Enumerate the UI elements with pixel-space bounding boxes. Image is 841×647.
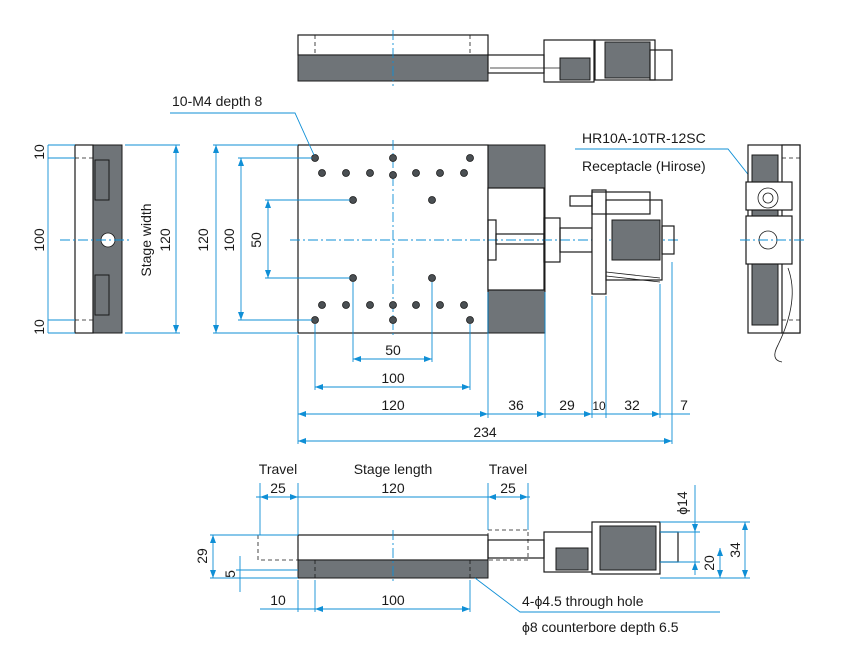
top-elevation-view — [297, 30, 673, 86]
label-tap-note: 10-M4 depth 8 — [172, 93, 262, 109]
dim-row-10: 10 — [592, 399, 606, 413]
dim-front-10: 10 — [270, 592, 286, 608]
dim-front-20: 20 — [701, 555, 717, 571]
dim-stage-length-120: 120 — [381, 480, 405, 496]
dim-bottom-100: 100 — [381, 370, 405, 386]
label-connector-part: HR10A-10TR-12SC — [582, 130, 706, 146]
dim-total-234: 234 — [473, 424, 497, 440]
dim-side-top: 10 — [31, 144, 47, 160]
plan-horizontal-dimensions — [297, 262, 690, 444]
left-side-dimensions — [47, 144, 180, 334]
dim-side-bot: 10 — [31, 319, 47, 335]
dim-row-36: 36 — [508, 397, 524, 413]
right-side-view — [740, 144, 805, 363]
dim-phi14: ϕ14 — [674, 491, 690, 515]
dim-side-mid: 100 — [31, 228, 47, 252]
dim-front-100: 100 — [381, 592, 405, 608]
dim-row-7: 7 — [680, 397, 688, 413]
dim-bottom-50: 50 — [385, 342, 401, 358]
label-travel-left: Travel — [259, 461, 297, 477]
dim-row-120: 120 — [381, 397, 405, 413]
label-connector-desc: Receptacle (Hirose) — [582, 158, 706, 174]
label-counterbore: ϕ8 counterbore depth 6.5 — [522, 619, 679, 635]
dim-plan-100: 100 — [221, 228, 237, 252]
dim-travel-right-25: 25 — [500, 480, 516, 496]
left-side-view — [60, 144, 130, 334]
dim-plan-50: 50 — [248, 232, 264, 248]
plan-view — [290, 140, 680, 338]
dim-front-34: 34 — [727, 542, 743, 558]
dim-row-29: 29 — [559, 397, 575, 413]
label-stage-width: Stage width — [138, 203, 154, 276]
label-stage-length: Stage length — [354, 461, 433, 477]
dim-front-5: 5 — [222, 570, 238, 578]
label-travel-right: Travel — [489, 461, 527, 477]
dim-side-width: 120 — [157, 228, 173, 252]
dim-front-29: 29 — [194, 548, 210, 564]
front-view — [257, 521, 679, 584]
dim-plan-120: 120 — [195, 228, 211, 252]
front-dimensions — [210, 483, 750, 613]
tap-note-leader — [170, 112, 315, 156]
label-through-hole: 4-ϕ4.5 through hole — [522, 593, 644, 609]
plan-vertical-dimensions — [213, 144, 350, 334]
dim-travel-left-25: 25 — [270, 480, 286, 496]
plan-holes — [311, 154, 474, 324]
dim-row-32: 32 — [624, 397, 640, 413]
